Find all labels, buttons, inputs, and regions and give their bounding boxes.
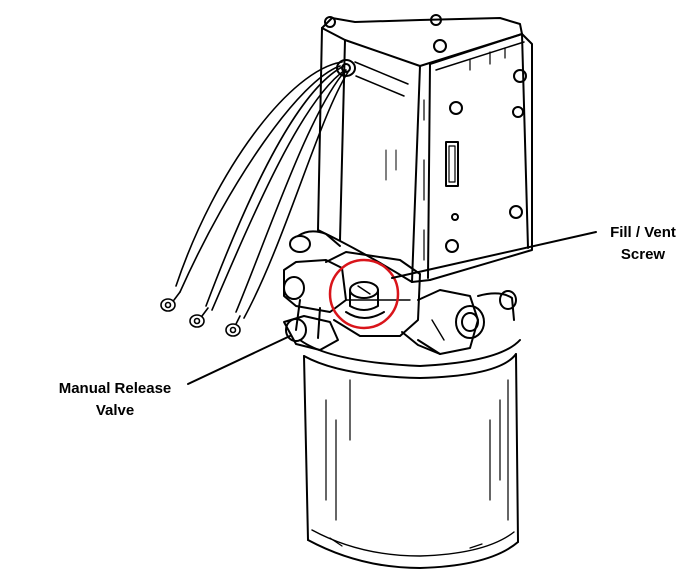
wire-leads xyxy=(160,61,349,337)
label-line: Manual Release xyxy=(58,380,172,397)
label-line: Fill / Vent xyxy=(610,224,676,241)
label-manual-release-valve: Manual Release Valve xyxy=(40,378,190,422)
motor-housing xyxy=(317,14,533,283)
highlight-circle xyxy=(328,258,400,330)
ring-terminal xyxy=(225,315,241,337)
label-line: Screw xyxy=(620,246,666,263)
valve-block xyxy=(283,230,517,355)
reservoir xyxy=(299,339,521,569)
label-line: Valve xyxy=(95,402,135,419)
fill-vent-screw xyxy=(345,281,385,319)
label-fill-vent-screw: Fill / Vent Screw xyxy=(588,222,694,266)
leader-line-manual-release xyxy=(187,335,291,385)
leader-line-fill-vent xyxy=(391,231,597,279)
ring-terminal xyxy=(189,307,209,328)
ring-terminal xyxy=(160,291,181,312)
